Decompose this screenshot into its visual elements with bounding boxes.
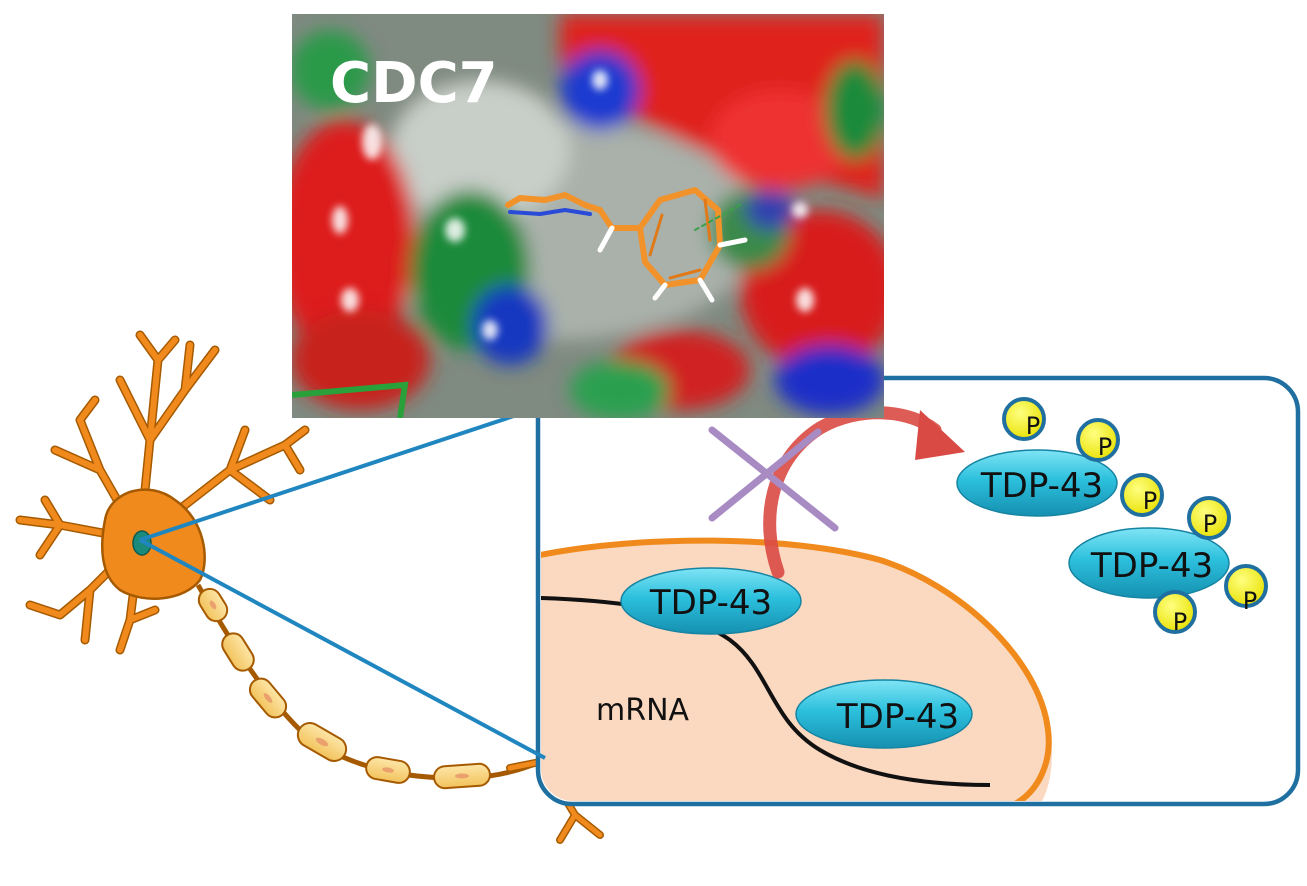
phosphate-4: P bbox=[1187, 496, 1231, 540]
nuclear-tdp43-1: TDP-43 bbox=[620, 567, 802, 635]
export-arrowhead bbox=[915, 410, 965, 460]
phosphate-3-label: P bbox=[1143, 487, 1157, 515]
ligand-molecule bbox=[505, 187, 748, 303]
nuclear-tdp43-2: TDP-43 bbox=[795, 679, 973, 749]
neuron-soma bbox=[100, 488, 206, 600]
nuclear-tdp43-2-label: TDP-43 bbox=[836, 697, 959, 737]
inhibition-cross bbox=[708, 426, 839, 532]
zoom-line-bottom bbox=[139, 538, 546, 760]
mrna-label: mRNA bbox=[596, 693, 690, 728]
phosphate-2: P bbox=[1076, 418, 1120, 462]
phosphate-6-label: P bbox=[1173, 608, 1187, 636]
phospho-tdp43-1: TDP-43 bbox=[956, 449, 1118, 517]
zoom-line-top bbox=[139, 406, 539, 542]
structure-title: CDC7 bbox=[330, 51, 498, 116]
myelin-sheaths bbox=[197, 587, 491, 790]
phosphate-5: P bbox=[1224, 564, 1268, 615]
neuron-axon bbox=[195, 583, 541, 781]
cell-panel: mRNA TDP-43 TDP-43 TDP-43 TDP-43 bbox=[139, 375, 1301, 807]
molecular-surface bbox=[292, 14, 884, 418]
phosphate-1-label: P bbox=[1026, 412, 1040, 440]
export-arrow bbox=[763, 406, 942, 579]
structure-panel: CDC7 bbox=[292, 14, 884, 418]
phosphate-3: P bbox=[1120, 473, 1164, 517]
phosphate-4-label: P bbox=[1203, 510, 1217, 538]
phospho-tdp43-1-label: TDP-43 bbox=[980, 466, 1103, 506]
nuclear-tdp43-1-label: TDP-43 bbox=[649, 583, 772, 623]
phosphate-5-label: P bbox=[1243, 587, 1257, 615]
phosphate-6: P bbox=[1153, 590, 1197, 636]
phosphate-groups: P P P P P P bbox=[1002, 397, 1268, 636]
phospho-tdp43-2-label: TDP-43 bbox=[1090, 546, 1213, 586]
phospho-tdp43-2: TDP-43 bbox=[1068, 527, 1230, 599]
phosphate-2-label: P bbox=[1098, 433, 1112, 461]
phosphate-1: P bbox=[1002, 397, 1046, 441]
nuclear-envelope bbox=[541, 537, 1052, 801]
